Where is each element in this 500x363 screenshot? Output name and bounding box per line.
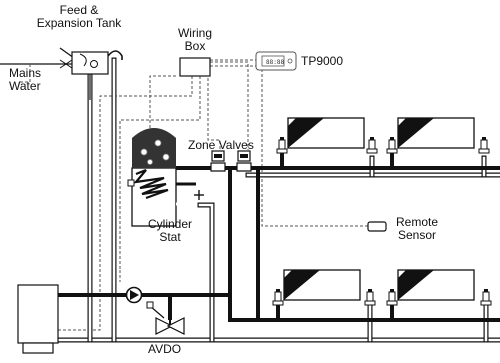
label-feed-line1: Feed & [59,3,99,17]
pipe-downstairs-flow [256,166,500,322]
wire-remote-sensor [210,65,368,227]
cylinder-stat [194,190,204,200]
label-remote-line2: Sensor [397,228,437,242]
label-feed-expansion-tank: Feed & Expansion Tank [30,4,128,30]
radiator-lower-left [283,269,361,301]
label-mains-line2: Water [9,79,41,93]
label-wiring-line1: Wiring [177,26,212,40]
hot-water-cylinder [127,128,196,227]
radiator-valve [272,288,284,306]
wire-boiler [40,76,193,331]
radiator-valve [276,136,288,154]
label-wiring-line2: Box [184,39,206,53]
radiator-valve [478,136,490,154]
label-mains-line1: Mains [9,66,42,80]
zone-valve-2 [236,150,252,172]
wiring-box [179,57,211,77]
radiator-valve [386,136,398,154]
pipe-riser [228,166,260,322]
thermostat-display: 88:88 [266,59,284,66]
label-feed-line2: Expansion Tank [36,16,122,30]
label-remote-line1: Remote [395,215,439,229]
label-cylinder-line2: Stat [159,230,181,244]
zone-valve-1 [210,150,226,172]
label-mains-water: Mains Water [9,67,41,93]
flow-pipes [58,146,500,322]
label-cylinder-line1: Cylinder [147,217,192,231]
radiator-upper-left [287,117,365,149]
label-remote-sensor: Remote Sensor [390,216,444,242]
wire-pump [119,76,201,272]
radiator-valve [364,288,376,306]
label-cylinder-stat: Cylinder Stat [140,218,200,244]
wire-zone-valve-2 [210,61,249,150]
radiator-valve [480,288,492,306]
circulating-pump [125,286,143,304]
radiator-valve [366,136,378,154]
feed-expansion-tank [0,47,123,100]
avdo-valve [146,301,185,335]
label-avdo: AVDO [148,342,182,356]
radiator-lower-right [397,269,475,301]
label-tp9000: TP9000 [301,54,344,68]
radiator-valve [386,288,398,306]
boiler [17,284,59,354]
label-zone-valves: Zone Valves [188,138,254,152]
label-wiring-box: Wiring Box [170,27,220,53]
remote-sensor [367,221,387,232]
thermostat-tp9000: 88:88 [255,51,297,71]
radiator-upper-right [397,117,475,149]
wire-zone-valve-1 [207,78,221,152]
